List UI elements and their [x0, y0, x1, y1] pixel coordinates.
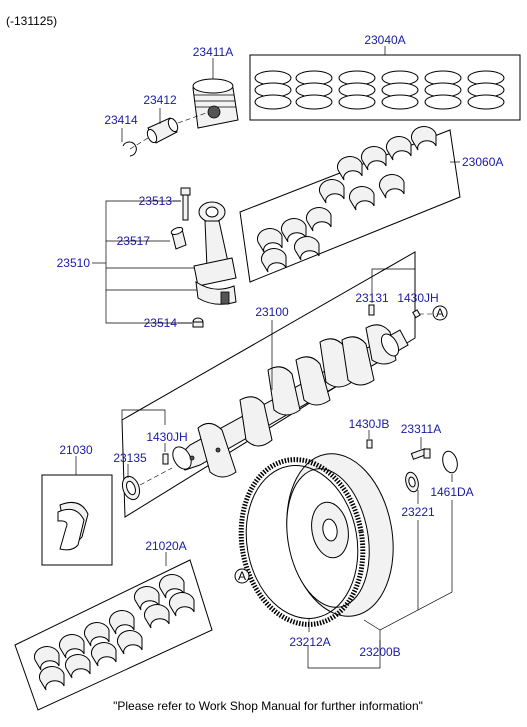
pin-1430jh-top-illustration: [412, 309, 421, 319]
flywheel-bearing-illustration: [405, 471, 419, 493]
label-23212A[interactable]: 23212A: [289, 635, 330, 649]
label-1430JB[interactable]: 1430JB: [349, 417, 390, 431]
label-1430JH-left[interactable]: 1430JH: [146, 430, 187, 444]
crank-pin-top-illustration: [368, 304, 375, 316]
label-21020A[interactable]: 21020A: [145, 539, 186, 553]
flywheel-washer-illustration: [442, 450, 458, 474]
flywheel-group: 1430JB 23212A A 23311A 23221: [234, 417, 474, 669]
label-23060A[interactable]: 23060A: [462, 155, 503, 169]
label-23510[interactable]: 23510: [57, 256, 91, 270]
label-23131[interactable]: 23131: [355, 291, 389, 305]
piston-ring-set-illustration: [254, 70, 505, 110]
thrust-washer-group: 21030: [41, 443, 113, 566]
crankshaft-illustration: [172, 324, 409, 478]
pin-1430jh-left-illustration: [162, 453, 169, 465]
piston-group: 23411A 23412 23414: [104, 45, 239, 157]
snap-ring-illustration: [122, 141, 137, 157]
ref-marker-bottom-label: A: [238, 569, 246, 583]
label-23411A[interactable]: 23411A: [193, 45, 233, 59]
label-23100[interactable]: 23100: [255, 305, 289, 319]
label-23135[interactable]: 23135: [113, 451, 147, 465]
main-bearing-upper-group: 23060A: [239, 126, 503, 283]
label-21030[interactable]: 21030: [59, 443, 93, 457]
label-23414[interactable]: 23414: [104, 113, 138, 127]
label-1430JH-top[interactable]: 1430JH: [397, 291, 438, 305]
date-code: (-131125): [6, 14, 57, 28]
label-23040A[interactable]: 23040A: [364, 33, 405, 47]
ring-gear-illustration: [238, 457, 366, 627]
con-rod-nut-illustration: [192, 317, 204, 328]
bearing-shells-upper-illustration: [257, 126, 437, 273]
ref-marker-top-label: A: [436, 306, 444, 320]
ref-marker-top: [432, 305, 448, 321]
label-23311A[interactable]: 23311A: [401, 422, 441, 436]
flywheel-illustration: [286, 453, 394, 617]
thrust-washer-illustration: [57, 502, 89, 551]
con-rod-illustration: [193, 201, 237, 305]
label-23412[interactable]: 23412: [143, 93, 177, 107]
connecting-rod-group: 23513 23517 23514 23510: [57, 187, 237, 330]
piston-rings-group: 23040A: [249, 33, 521, 121]
crankshaft-group: 23100 23131 1430JH A 1430JH: [121, 251, 448, 518]
footer-note: "Please refer to Work Shop Manual for fu…: [113, 699, 423, 713]
con-rod-bolt-illustration: [180, 187, 191, 221]
piston-pin-illustration: [146, 117, 179, 144]
flywheel-bolt-illustration: [410, 448, 431, 460]
pin-1430jb-illustration: [366, 439, 373, 449]
con-rod-bushing-illustration: [170, 227, 187, 250]
oil-seal-group: 23135: [113, 451, 173, 501]
label-23200B[interactable]: 23200B: [359, 645, 400, 659]
label-23221[interactable]: 23221: [401, 505, 435, 519]
ref-marker-bottom: [234, 568, 250, 584]
piston-illustration: [192, 78, 239, 129]
main-bearing-lower-group: 21020A: [14, 539, 213, 711]
bearing-shells-lower-illustration: [34, 574, 195, 691]
label-1461DA[interactable]: 1461DA: [430, 485, 473, 499]
